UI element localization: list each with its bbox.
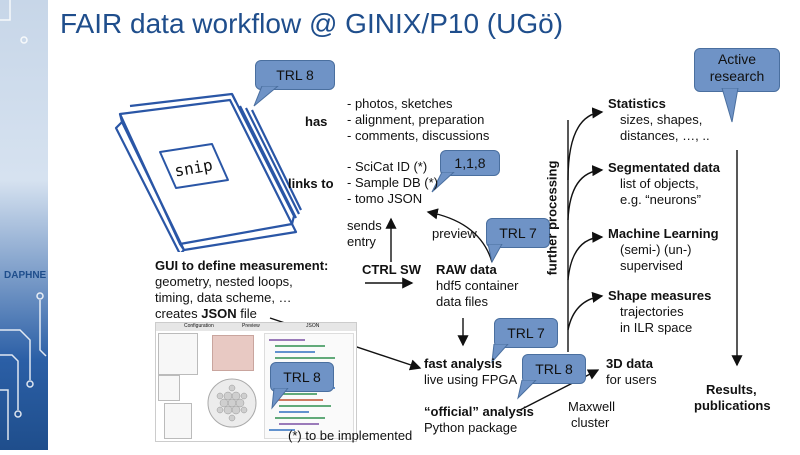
screenshot-tab-preview: Preview xyxy=(242,323,260,329)
data-3d-line-1: for users xyxy=(606,372,657,387)
ml-line-2: supervised xyxy=(620,258,683,273)
gui-line-2: geometry, nested loops, xyxy=(155,274,293,289)
official-analysis-line-1: Python package xyxy=(424,420,518,435)
arrow-to-shape xyxy=(567,291,604,331)
callout-trl8-official: TRL 8 xyxy=(522,354,586,384)
gui-line-4: creates JSON file xyxy=(155,306,257,322)
segmented-title: Segmentated data xyxy=(608,160,720,175)
callout-active-research: Active research xyxy=(694,48,780,92)
arrow-to-ml xyxy=(567,231,604,281)
callout-trl7-fast-label: TRL 7 xyxy=(507,325,545,341)
raw-data-title: RAW data xyxy=(436,262,497,277)
notebook-sketch-icon: snip xyxy=(114,92,302,252)
callout-trl7-preview-tail xyxy=(487,244,503,264)
preview-label: preview xyxy=(432,226,477,241)
left-decor-strip xyxy=(0,0,48,450)
screenshot-preview-hexgrid xyxy=(207,378,257,428)
callout-trl8-gui-tail xyxy=(271,388,289,410)
has-label: has xyxy=(305,114,328,129)
arrow-to-segmented xyxy=(567,165,604,221)
results-line-2: publications xyxy=(694,398,771,413)
notebook-cover-text: snip xyxy=(173,155,214,180)
screenshot-preview-grid xyxy=(212,335,254,371)
maxwell-label-2: cluster xyxy=(571,415,610,430)
callout-ids-118: 1,1,8 xyxy=(440,150,500,176)
ml-title: Machine Learning xyxy=(608,226,719,241)
screenshot-tabbar: Configuration Preview JSON xyxy=(156,323,356,331)
official-analysis-title: “official” analysis xyxy=(424,404,534,419)
statistics-title: Statistics xyxy=(608,96,666,111)
statistics-line-2: distances, …, .. xyxy=(620,128,710,143)
maxwell-label-1: Maxwell xyxy=(568,399,615,414)
to-be-implemented-note: (*) to be implemented xyxy=(288,428,413,443)
shape-line-1: trajectories xyxy=(620,304,684,319)
circuit-decor-icon xyxy=(0,0,47,440)
data-3d-title: 3D data xyxy=(606,356,653,371)
screenshot-tab-json: JSON xyxy=(306,323,320,329)
has-item-3: - comments, discussions xyxy=(347,128,490,143)
results-line-1: Results, xyxy=(706,382,757,397)
shape-title: Shape measures xyxy=(608,288,712,303)
callout-trl7-fast-tail xyxy=(491,344,509,364)
callout-trl7-preview-label: TRL 7 xyxy=(499,225,537,241)
gui-title: GUI to define measurement: xyxy=(155,258,329,273)
callout-ids-tail xyxy=(431,172,455,193)
callout-active-tail xyxy=(721,88,739,123)
statistics-line-1: sizes, shapes, xyxy=(620,112,703,127)
screenshot-config-panel xyxy=(158,333,198,375)
callout-trl8-official-label: TRL 8 xyxy=(535,361,573,377)
further-processing-label: further processing xyxy=(544,160,560,276)
fast-analysis-title: fast analysis xyxy=(424,356,503,371)
callout-ids-label: 1,1,8 xyxy=(454,155,486,171)
callout-trl8-top-label: TRL 8 xyxy=(276,67,314,83)
gui-line-4-suffix: file xyxy=(236,306,257,321)
sends-entry-label-1: sends xyxy=(347,218,382,233)
callout-trl8-top: TRL 8 xyxy=(255,60,335,90)
links-item-1: - SciCat ID (*) xyxy=(347,159,428,174)
callout-trl7-preview: TRL 7 xyxy=(486,218,550,248)
callout-trl8-top-tail xyxy=(253,86,279,107)
screenshot-tab-config: Configuration xyxy=(184,323,214,329)
ml-line-1: (semi-) (un-) xyxy=(620,242,692,257)
has-item-2: - alignment, preparation xyxy=(347,112,485,127)
screenshot-config-panel-3 xyxy=(164,403,192,439)
segmented-line-1: list of objects, xyxy=(620,176,699,191)
callout-trl8-gui: TRL 8 xyxy=(270,362,334,392)
links-label: links to xyxy=(288,176,334,191)
sends-entry-label-2: entry xyxy=(347,234,376,249)
gui-line-4-json: JSON xyxy=(201,306,237,321)
arrow-to-statistics xyxy=(567,107,604,181)
callout-active-label-1: Active xyxy=(717,51,757,67)
callout-trl8-official-tail xyxy=(517,380,537,400)
arrow-preview xyxy=(426,208,493,263)
shape-line-2: in ILR space xyxy=(620,320,693,335)
callout-trl7-fast: TRL 7 xyxy=(494,318,558,348)
ctrl-sw-label: CTRL SW xyxy=(362,262,421,277)
gui-line-3: timing, data scheme, … xyxy=(155,290,292,305)
slide-title: FAIR data workflow @ GINIX/P10 (UGö) xyxy=(60,8,564,39)
gui-line-4-prefix: creates xyxy=(155,306,202,321)
daphne-logo: DAPHNE xyxy=(4,270,47,281)
callout-trl8-gui-label: TRL 8 xyxy=(283,369,321,385)
raw-data-line-2: data files xyxy=(436,294,489,309)
links-item-2: - Sample DB (*) xyxy=(347,175,439,190)
callout-active-label-2: research xyxy=(709,68,765,84)
raw-data-line-1: hdf5 container xyxy=(436,278,519,293)
links-item-3: - tomo JSON xyxy=(347,191,423,206)
screenshot-config-panel-2 xyxy=(158,375,180,401)
fast-analysis-line-1: live using FPGA xyxy=(424,372,518,387)
segmented-line-2: e.g. “neurons” xyxy=(620,192,701,207)
has-item-1: - photos, sketches xyxy=(347,96,453,111)
